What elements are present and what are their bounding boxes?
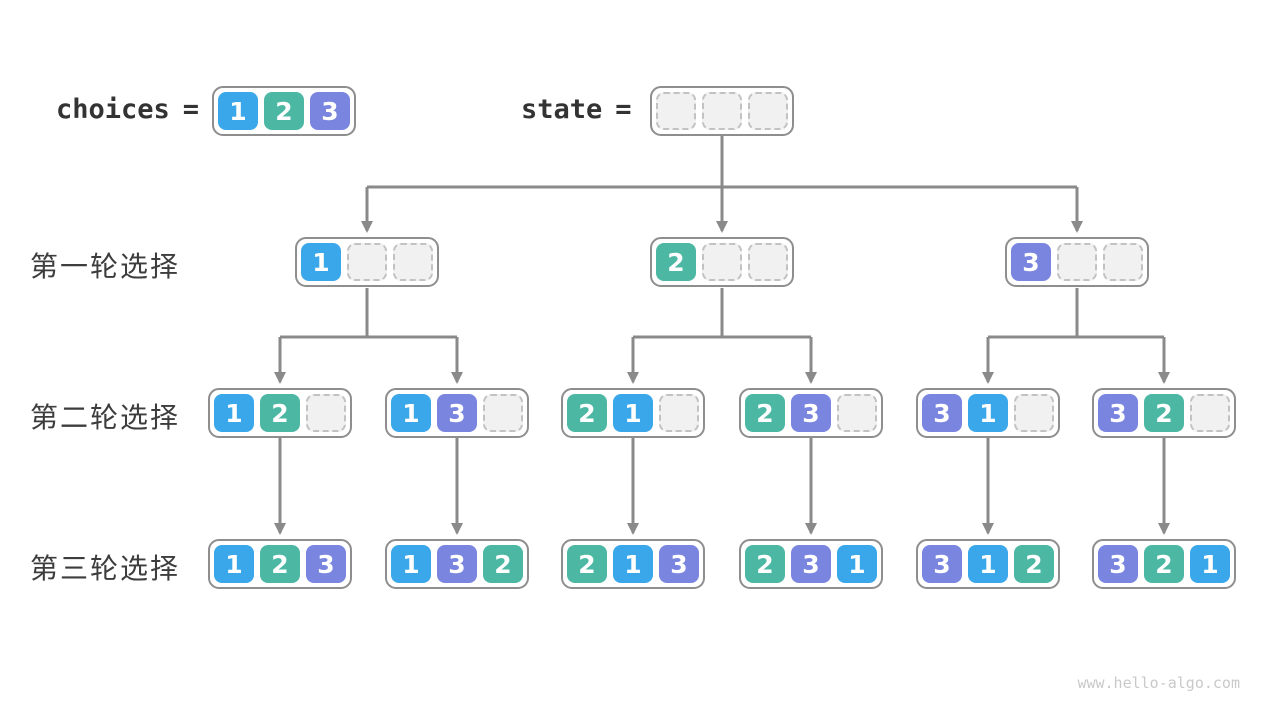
value-cell-3: 3	[1011, 243, 1051, 281]
empty-cell	[1014, 394, 1054, 432]
value-cell-3: 3	[437, 394, 477, 432]
value-cell-2: 2	[260, 545, 300, 583]
equals-sign: =	[615, 94, 632, 125]
value-cell-1: 1	[837, 545, 877, 583]
array-node-r1-2: 2	[650, 237, 794, 287]
choices-label: choices	[56, 94, 170, 125]
watermark: www.hello-algo.com	[1077, 674, 1240, 692]
value-cell-1: 1	[391, 545, 431, 583]
value-cell-1: 1	[214, 545, 254, 583]
array-node-r1-3: 3	[1005, 237, 1149, 287]
value-cell-1: 1	[301, 243, 341, 281]
value-cell-3: 3	[306, 545, 346, 583]
value-cell-3: 3	[1098, 394, 1138, 432]
value-cell-2: 2	[264, 92, 304, 130]
empty-cell	[702, 243, 742, 281]
value-cell-1: 1	[218, 92, 258, 130]
value-cell-1: 1	[613, 545, 653, 583]
value-cell-2: 2	[567, 545, 607, 583]
state-label: state	[521, 94, 603, 125]
value-cell-2: 2	[1014, 545, 1054, 583]
empty-cell	[347, 243, 387, 281]
value-cell-1: 1	[968, 394, 1008, 432]
empty-cell	[659, 394, 699, 432]
empty-cell	[748, 243, 788, 281]
empty-cell	[306, 394, 346, 432]
value-cell-2: 2	[483, 545, 523, 583]
choices-expression: choices =	[56, 94, 199, 125]
row-label-round-1: 第一轮选择	[30, 251, 181, 282]
empty-cell	[656, 92, 696, 130]
empty-cell	[837, 394, 877, 432]
empty-cell	[1103, 243, 1143, 281]
value-cell-1: 1	[214, 394, 254, 432]
row-label-round-2: 第二轮选择	[30, 402, 181, 433]
empty-cell	[1190, 394, 1230, 432]
value-cell-1: 1	[968, 545, 1008, 583]
value-cell-3: 3	[1098, 545, 1138, 583]
empty-cell	[483, 394, 523, 432]
value-cell-2: 2	[567, 394, 607, 432]
value-cell-1: 1	[391, 394, 431, 432]
value-cell-3: 3	[437, 545, 477, 583]
value-cell-3: 3	[922, 394, 962, 432]
state-array	[650, 86, 794, 136]
empty-cell	[702, 92, 742, 130]
state-expression: state =	[521, 94, 632, 125]
equals-sign: =	[182, 94, 200, 125]
value-cell-2: 2	[1144, 394, 1184, 432]
value-cell-2: 2	[260, 394, 300, 432]
value-cell-3: 3	[791, 394, 831, 432]
value-cell-2: 2	[1144, 545, 1184, 583]
empty-cell	[748, 92, 788, 130]
value-cell-2: 2	[745, 394, 785, 432]
value-cell-2: 2	[656, 243, 696, 281]
value-cell-2: 2	[745, 545, 785, 583]
row-label-round-3: 第三轮选择	[30, 553, 181, 584]
value-cell-3: 3	[791, 545, 831, 583]
value-cell-3: 3	[310, 92, 350, 130]
value-cell-3: 3	[659, 545, 699, 583]
empty-cell	[393, 243, 433, 281]
value-cell-1: 1	[1190, 545, 1230, 583]
value-cell-3: 3	[922, 545, 962, 583]
value-cell-1: 1	[613, 394, 653, 432]
array-node-r1-1: 1	[295, 237, 439, 287]
empty-cell	[1057, 243, 1097, 281]
